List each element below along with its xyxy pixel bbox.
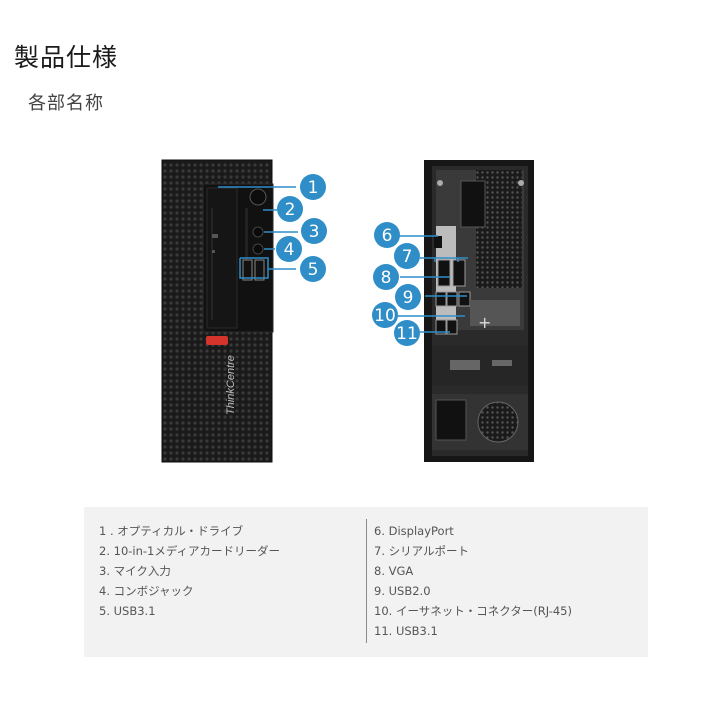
section-title: 各部名称 [28, 93, 104, 114]
legend-item: 11. USB3.1 [374, 624, 438, 638]
product-figure: ThinkCentre 1 2 3 4 5 [0, 150, 720, 480]
legend-divider [366, 519, 367, 643]
legend-item: 3. マイク入力 [99, 564, 171, 578]
callout-badge: 4 [276, 236, 302, 262]
legend-item: 4. コンボジャック [99, 584, 194, 598]
svg-text:11: 11 [396, 324, 418, 344]
callout-badge: 5 [300, 256, 326, 282]
callout-badge: 9 [395, 284, 421, 310]
svg-text:1: 1 [308, 178, 319, 198]
usb-port-icon [242, 259, 253, 281]
svg-text:8: 8 [381, 268, 392, 288]
legend-item: 8. VGA [374, 564, 414, 578]
brand-text: ThinkCentre [225, 355, 237, 415]
front-callouts: 1 2 3 4 5 [276, 174, 327, 282]
legend-item: 7. シリアルポート [374, 544, 470, 558]
svg-text:+: + [478, 313, 491, 332]
legend-item: 9. USB2.0 [374, 584, 431, 598]
pc-illustration: ThinkCentre 1 2 3 4 5 [161, 159, 534, 463]
legend-item: 1 . オプティカル・ドライブ [99, 524, 244, 538]
legend-front-list: 1 . オプティカル・ドライブ 2. 10-in-1メディアカードリーダー 3.… [99, 521, 280, 621]
svg-text:4: 4 [284, 240, 295, 260]
legend-item: 2. 10-in-1メディアカードリーダー [99, 544, 281, 558]
legend-rear-list: 6. DisplayPort 7. シリアルポート 8. VGA 9. USB2… [374, 521, 572, 641]
front-callout-lines [218, 186, 298, 279]
svg-text:10: 10 [374, 306, 396, 326]
svg-text:3: 3 [309, 222, 320, 242]
svg-text:6: 6 [382, 226, 393, 246]
callout-badge: 6 [374, 222, 400, 248]
legend-item: 5. USB3.1 [99, 604, 156, 618]
svg-text:7: 7 [402, 247, 413, 267]
combo-jack-icon [252, 243, 264, 255]
callout-badge: 10 [372, 302, 398, 328]
callout-badge: 2 [277, 196, 303, 222]
callout-badge: 3 [301, 218, 327, 244]
rear-callouts: 6 7 8 9 10 11 [372, 222, 421, 346]
callout-badge: 11 [394, 320, 420, 346]
svg-text:9: 9 [403, 288, 414, 308]
mic-jack-icon [252, 226, 264, 238]
front-chassis: ThinkCentre [161, 159, 274, 463]
page-title: 製品仕様 [14, 43, 119, 72]
rear-callout-lines [395, 235, 468, 333]
power-button-icon [249, 188, 267, 206]
svg-text:5: 5 [308, 260, 319, 280]
logo-dot [206, 336, 228, 345]
legend-item: 10. イーサネット・コネクター(RJ-45) [374, 604, 572, 618]
callout-badge: 8 [373, 264, 399, 290]
legend-item: 6. DisplayPort [374, 524, 454, 538]
callout-badge: 1 [300, 174, 326, 200]
usb-port-icon [254, 259, 265, 281]
svg-text:2: 2 [285, 200, 296, 220]
callout-badge: 7 [394, 243, 420, 269]
rear-chassis: + [424, 160, 534, 462]
parts-legend: 1 . オプティカル・ドライブ 2. 10-in-1メディアカードリーダー 3.… [84, 507, 648, 657]
